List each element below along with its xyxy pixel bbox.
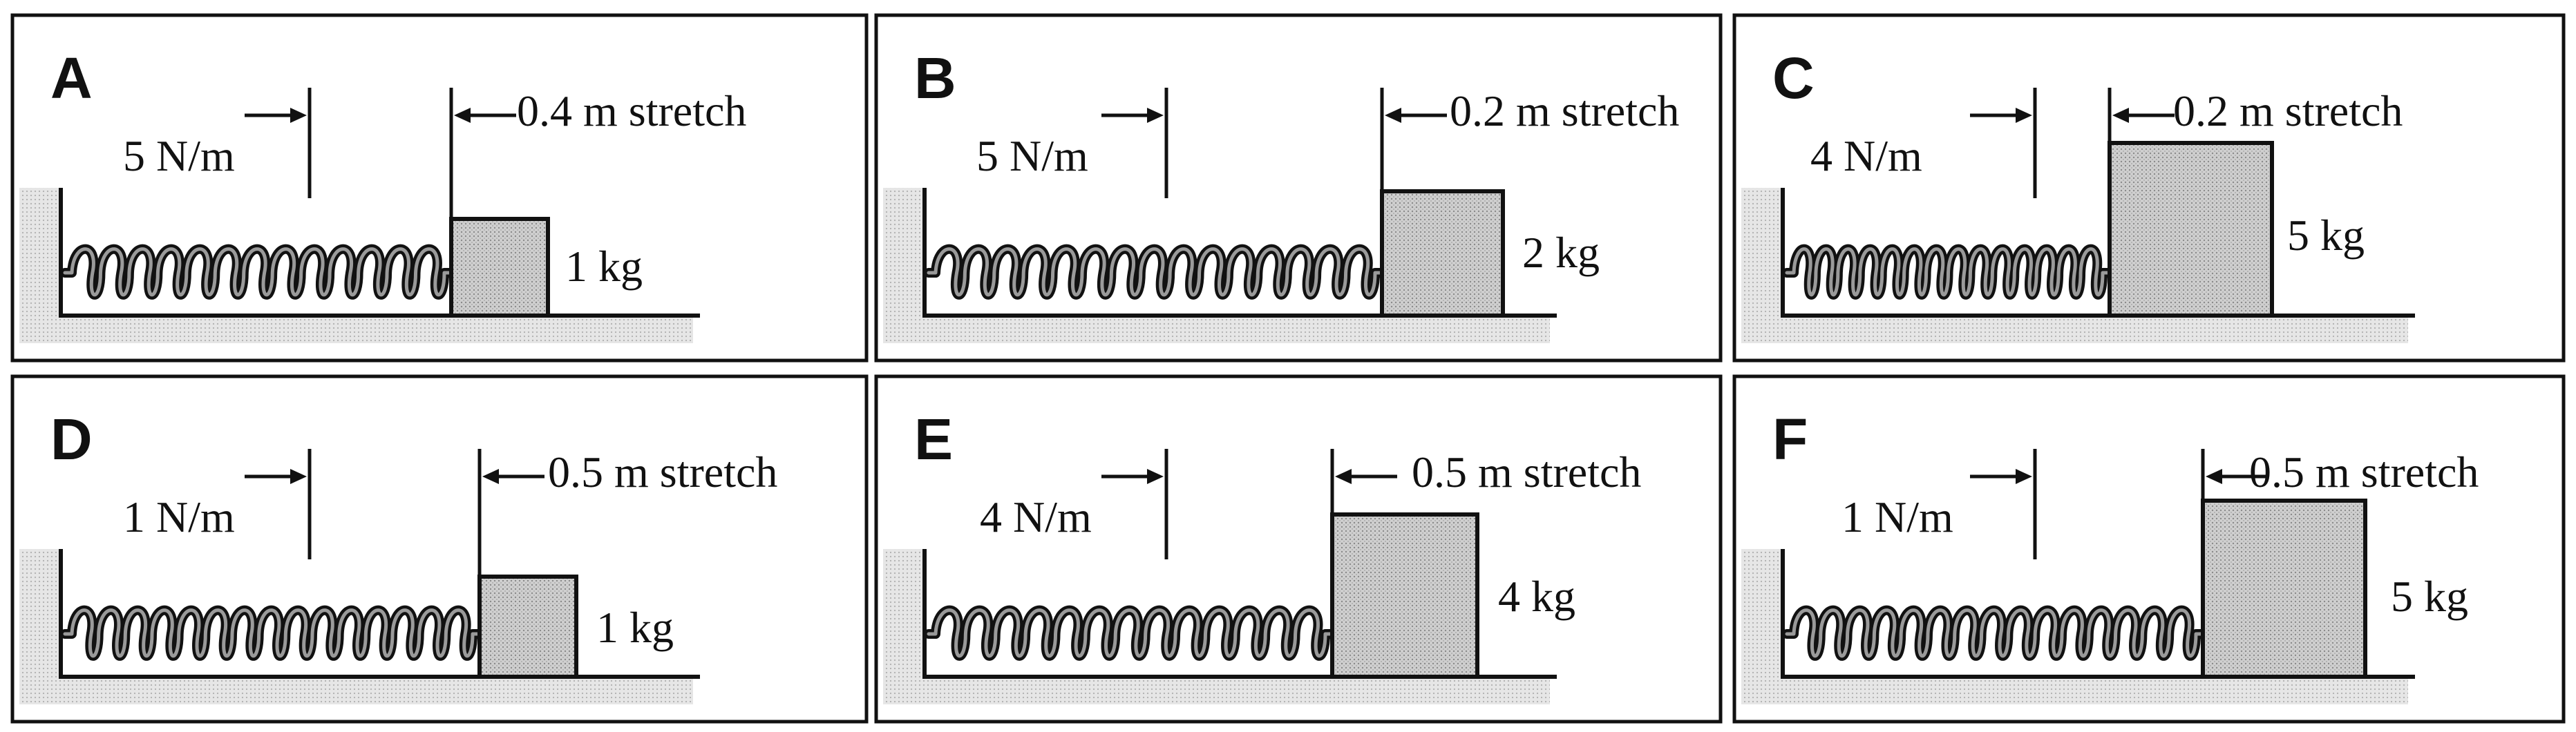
arrow-head-right <box>1147 469 1164 484</box>
panel-letter: F <box>1772 407 1808 472</box>
panel-letter: C <box>1772 46 1815 110</box>
ground-shading <box>1783 677 2408 704</box>
panel-d: D 1 N/m 0.5 m stretch 1 kg <box>10 374 869 724</box>
panel-letter: B <box>914 46 956 110</box>
wall-shading <box>19 188 61 343</box>
panel-frame <box>10 13 869 363</box>
ground-shading <box>1783 316 2408 343</box>
panel-frame <box>874 374 1723 724</box>
spring-constant-label: 4 N/m <box>980 492 1092 541</box>
spring-constant-label: 5 N/m <box>976 131 1088 180</box>
panel-letter: E <box>914 407 953 472</box>
arrow-head-right <box>1147 108 1164 123</box>
arrow-head-right <box>290 108 307 123</box>
spring-constant-label: 1 N/m <box>1841 492 1953 541</box>
panel-a: A 5 N/m 0.4 m stretch 1 kg <box>10 13 869 363</box>
arrow-head-left <box>2206 469 2222 484</box>
wall-shading <box>19 549 61 704</box>
panel-letter: D <box>50 407 93 472</box>
arrow-head-left <box>1385 108 1401 123</box>
spring-inner <box>1785 608 2205 658</box>
spring-constant-label: 5 N/m <box>123 131 235 180</box>
spring-constant-label: 4 N/m <box>1810 131 1922 180</box>
stretch-label: 0.2 m stretch <box>2173 86 2403 135</box>
mass-block <box>477 575 578 679</box>
mass-block <box>2108 141 2274 318</box>
wall-shading <box>1741 549 1783 704</box>
wall-shading <box>1741 188 1783 343</box>
spring-constant-label: 1 N/m <box>123 492 235 541</box>
arrow-head-left <box>482 469 499 484</box>
arrow-head-right <box>2016 108 2032 123</box>
panel-f: F 1 N/m 0.5 m stretch 5 kg <box>1732 374 2566 724</box>
mass-block <box>1380 189 1505 318</box>
spring-inner <box>63 247 453 297</box>
spring-inner <box>927 608 1334 658</box>
stretch-label: 0.5 m stretch <box>548 447 777 497</box>
spring-inner <box>927 247 1384 297</box>
ground-shading <box>61 316 693 343</box>
mass-label: 4 kg <box>1498 572 1575 621</box>
arrow-head-left <box>1335 469 1352 484</box>
stretch-label: 0.4 m stretch <box>517 86 746 135</box>
wall-shading <box>883 549 925 704</box>
panel-frame <box>1732 374 2566 724</box>
panel-b: B 5 N/m 0.2 m stretch 2 kg <box>874 13 1723 363</box>
mass-label: 5 kg <box>2287 211 2365 260</box>
mass-label: 2 kg <box>1522 228 1600 277</box>
ground-shading <box>61 677 693 704</box>
stretch-label: 0.5 m stretch <box>2249 447 2479 497</box>
panel-frame <box>874 13 1723 363</box>
panel-letter: A <box>50 46 93 110</box>
panel-frame <box>10 374 869 724</box>
mass-label: 1 kg <box>596 603 674 652</box>
arrow-head-right <box>290 469 307 484</box>
panel-c: C 4 N/m 0.2 m stretch 5 kg <box>1732 13 2566 363</box>
spring-inner <box>1785 247 2112 297</box>
panel-e: E 4 N/m 0.5 m stretch 4 kg <box>874 374 1723 724</box>
stretch-label: 0.5 m stretch <box>1412 447 1641 497</box>
mass-block <box>449 217 550 318</box>
mass-label: 1 kg <box>565 242 643 291</box>
ground-shading <box>925 677 1550 704</box>
ground-shading <box>925 316 1550 343</box>
spring-inner <box>63 608 482 658</box>
stretch-label: 0.2 m stretch <box>1450 86 1679 135</box>
arrow-head-left <box>454 108 471 123</box>
wall-shading <box>883 188 925 343</box>
mass-block <box>2201 499 2367 679</box>
mass-label: 5 kg <box>2391 572 2468 621</box>
mass-block <box>1330 512 1479 679</box>
arrow-head-right <box>2016 469 2032 484</box>
arrow-head-left <box>2112 108 2129 123</box>
